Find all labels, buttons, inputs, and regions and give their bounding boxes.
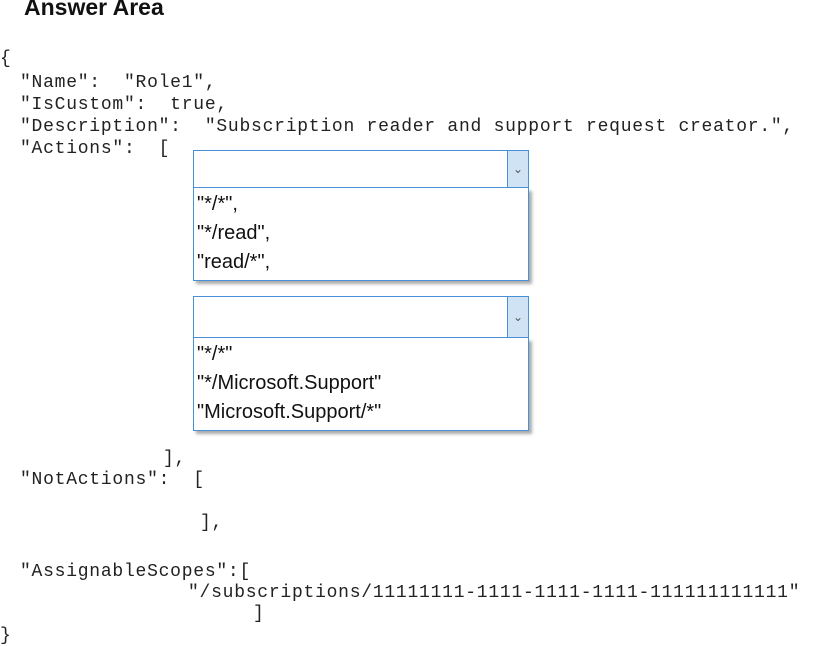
dropdown-select[interactable]: ⌄ — [193, 296, 529, 338]
assignable-scopes-line: "AssignableScopes":[ — [20, 562, 252, 582]
actions-dropdown-2[interactable]: ⌄ "*/*" "*/Microsoft.Support" "Microsoft… — [193, 296, 529, 431]
notactions-line: "NotActions": [ — [20, 470, 205, 490]
chevron-down-icon[interactable]: ⌄ — [507, 297, 528, 337]
actions-dropdown-1[interactable]: ⌄ "*/*", "*/read", "read/*", — [193, 150, 529, 281]
open-brace: { — [0, 49, 12, 69]
answer-area-title: Answer Area — [24, 0, 164, 20]
dropdown-option[interactable]: "*/read", — [197, 222, 271, 244]
dropdown-option[interactable]: "*/*", — [197, 193, 238, 215]
scopes-close: ] — [253, 604, 265, 624]
actions-line: "Actions": [ — [20, 139, 171, 159]
scope-value: "/subscriptions/11111111-1111-1111-1111-… — [188, 583, 801, 603]
description-line: "Description": "Subscription reader and … — [20, 117, 794, 137]
iscustom-line: "IsCustom": true, — [20, 95, 228, 115]
name-line: "Name": "Role1", — [20, 73, 217, 93]
notactions-close: ], — [200, 513, 224, 533]
dropdown-options: "*/*", "*/read", "read/*", — [193, 188, 529, 281]
dropdown-option[interactable]: "Microsoft.Support/*" — [197, 401, 382, 423]
dropdown-select[interactable]: ⌄ — [193, 150, 529, 188]
actions-close: ], — [163, 449, 187, 469]
dropdown-option[interactable]: "*/Microsoft.Support" — [197, 372, 382, 394]
dropdown-option[interactable]: "*/*" — [197, 343, 233, 365]
dropdown-option[interactable]: "read/*", — [197, 251, 271, 273]
chevron-down-icon[interactable]: ⌄ — [507, 151, 528, 187]
dropdown-options: "*/*" "*/Microsoft.Support" "Microsoft.S… — [193, 338, 529, 431]
close-brace: } — [0, 626, 12, 646]
